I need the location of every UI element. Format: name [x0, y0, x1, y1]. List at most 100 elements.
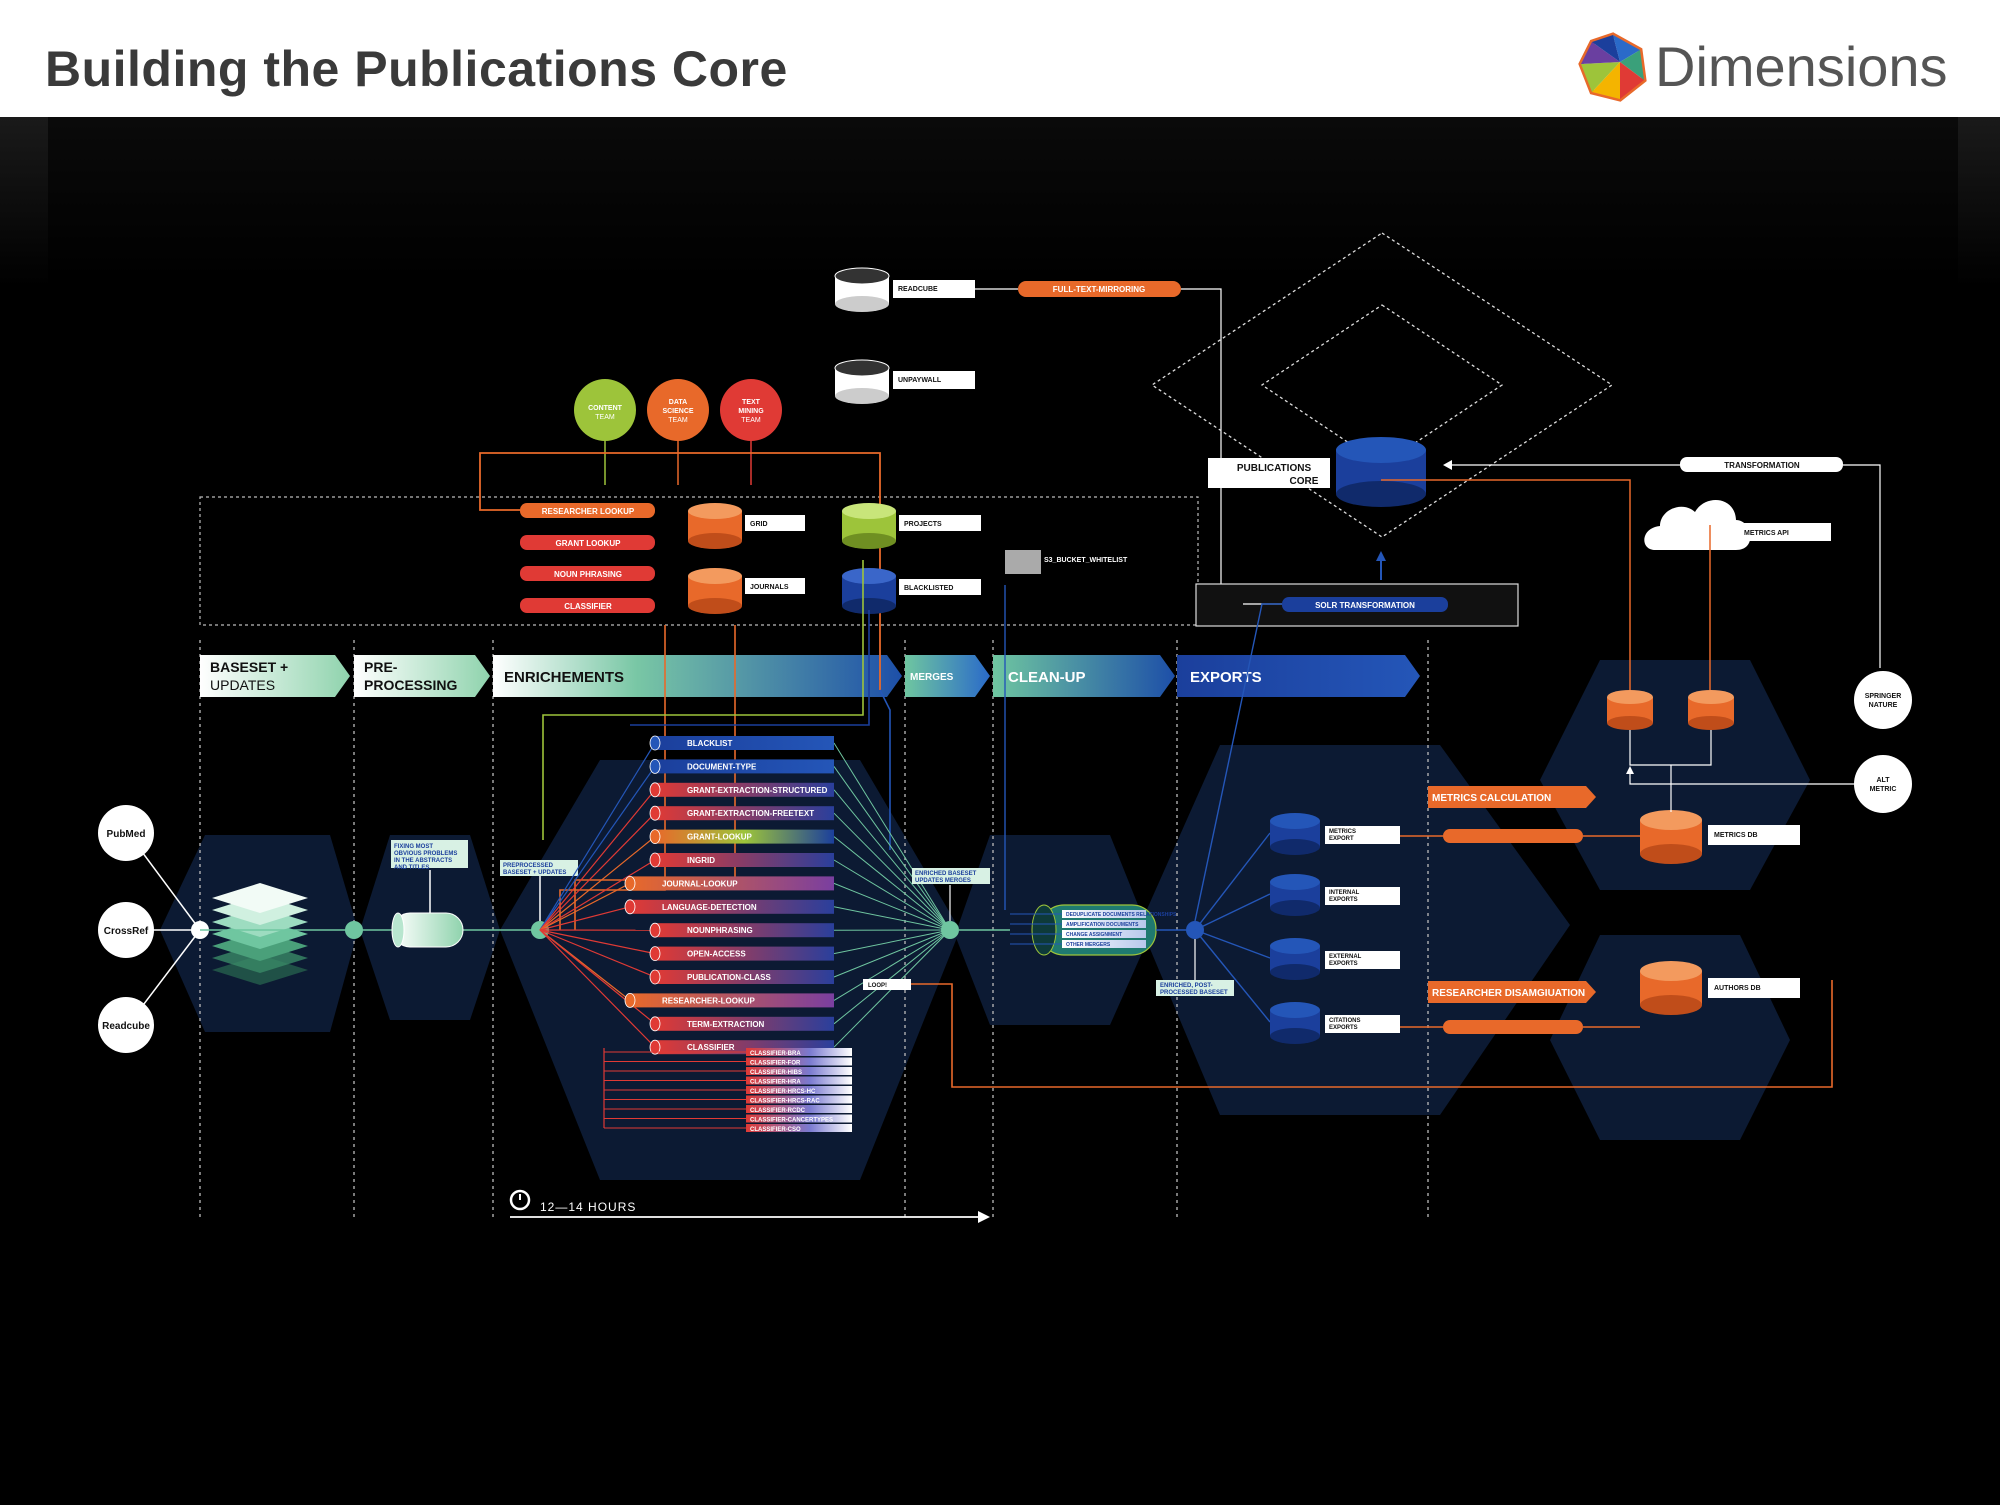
- fixing-label: IN THE ABSTRACTS: [394, 858, 452, 864]
- team-label: TEAM: [595, 414, 615, 421]
- db-label: READCUBE: [898, 286, 938, 293]
- enrichment-bar-cap: [650, 806, 660, 820]
- team-label: CONTENT: [588, 405, 623, 412]
- enrichment-bar-cap: [650, 853, 660, 867]
- pub-core-label: CORE: [1290, 476, 1319, 487]
- projects-db-icon: [842, 503, 896, 549]
- db-label: S3_BUCKET_WHITELIST: [1044, 557, 1128, 564]
- classifier-label: CLASSIFIER-CSO: [750, 1127, 801, 1133]
- export-db-top: [1270, 813, 1320, 829]
- merge-label: ENRICHED BASESET: [915, 871, 977, 877]
- mirroring-label: FULL-TEXT-MIRRORING: [1053, 285, 1145, 294]
- enrichment-bar-cap: [650, 947, 660, 961]
- flow-node: [345, 921, 363, 939]
- folder-icon: [1005, 550, 1041, 574]
- export-label: EXPORTS: [1329, 961, 1358, 967]
- partner-label: SPRINGER: [1865, 693, 1902, 700]
- export-db-top: [1270, 938, 1320, 954]
- enrichment-label: RESEARCHER-LOOKUP: [662, 996, 756, 1005]
- export-db-top: [1270, 1002, 1320, 1018]
- cleanup-step-label: CHANGE ASSIGNMENT: [1066, 932, 1122, 938]
- post-label: ENRICHED, POST-: [1160, 983, 1213, 989]
- cleanup-step-label: DEDUPLICATE DOCUMENTS RELATIONSHIPS: [1066, 912, 1177, 918]
- brand-name: Dimensions: [1655, 34, 1948, 99]
- researcher-calc-label: RESEARCHER DISAMGIUATION: [1432, 988, 1585, 999]
- enrichment-bar-cap: [650, 923, 660, 937]
- team-label: SCIENCE: [662, 408, 693, 415]
- partner-label: METRIC: [1870, 786, 1897, 793]
- export-label: CITATIONS: [1329, 1018, 1360, 1024]
- unpaywall-db-icon: [835, 360, 889, 404]
- merge-node: [941, 921, 959, 939]
- lookup-label: NOUN PHRASING: [554, 570, 622, 579]
- cleanup-step-label: OTHER MERGERS: [1066, 942, 1111, 948]
- classifier-label: CLASSIFIER-BRA: [750, 1051, 801, 1057]
- diagram-svg: BASESET + UPDATES PRE- PROCESSING ENRICH…: [0, 117, 2000, 1500]
- partner-label: ALT: [1876, 777, 1890, 784]
- stage-label: ENRICHEMENTS: [504, 669, 624, 686]
- metrics-calc-label: METRICS CALCULATION: [1432, 793, 1551, 804]
- fixing-label: FIXING MOST: [394, 844, 433, 850]
- classifier-label: CLASSIFIER-FOR: [750, 1061, 801, 1067]
- enrichment-bar-cap: [650, 783, 660, 797]
- enrichment-label: GRANT-EXTRACTION-STRUCTURED: [687, 786, 828, 795]
- enrichment-label: LANGUAGE-DETECTION: [662, 903, 757, 912]
- db-label: BLACKLISTED: [904, 585, 953, 592]
- dimensions-logo-icon: [1578, 32, 1648, 102]
- metrics-db-icon: [1640, 810, 1702, 864]
- solr-label: SOLR TRANSFORMATION: [1315, 601, 1415, 610]
- preprocessed-label: BASESET + UPDATES: [503, 870, 566, 876]
- classifier-label: CLASSIFIER-CANCERTYPES: [750, 1118, 833, 1124]
- stage-label: BASESET +: [210, 659, 288, 675]
- enrichment-bar-cap: [650, 1017, 660, 1031]
- classifier-label: CLASSIFIER-HRCS-RAC: [750, 1099, 820, 1105]
- stage-label: CLEAN-UP: [1008, 669, 1086, 686]
- authors-db-label: AUTHORS DB: [1714, 985, 1761, 992]
- blacklisted-db-icon: [842, 568, 896, 614]
- lookup-label: CLASSIFIER: [564, 602, 612, 611]
- enrichment-bar-cap: [625, 993, 635, 1007]
- classifier-label: CLASSIFIER-HIBS: [750, 1070, 802, 1076]
- export-db-base: [1270, 839, 1320, 855]
- team-label: TEAM: [741, 417, 761, 424]
- preprocessing-pipe-icon: [392, 913, 463, 947]
- db-label: GRID: [750, 521, 768, 528]
- readcube-db-icon: [835, 268, 889, 312]
- stage-label: MERGES: [910, 672, 954, 683]
- lookup-label: GRANT LOOKUP: [556, 539, 622, 548]
- stage-label: EXPORTS: [1190, 669, 1262, 686]
- enrichment-bar-cap: [650, 970, 660, 984]
- enrichment-label: INGRID: [687, 856, 715, 865]
- export-label: EXPORT: [1329, 836, 1354, 842]
- fixing-label: OBVIOUS PROBLEMS: [394, 851, 457, 857]
- export-label: EXPORTS: [1329, 1025, 1358, 1031]
- journals-db-icon: [688, 568, 742, 614]
- team-label: TEAM: [668, 417, 688, 424]
- cleanup-step-label: AMPLIFICATION DOCUMENTS: [1066, 922, 1139, 928]
- fixing-label: AND TITLES: [394, 865, 429, 871]
- enrichment-bar: [655, 853, 834, 867]
- classifier-label: CLASSIFIER-HRCS-HC: [750, 1089, 816, 1095]
- enrichment-bar-cap: [625, 876, 635, 890]
- enrichment-bar-cap: [650, 830, 660, 844]
- enrichment-label: OPEN-ACCESS: [687, 950, 746, 959]
- pub-core-label: PUBLICATIONS: [1237, 463, 1312, 474]
- baseset-layers-icon: [212, 883, 308, 985]
- export-label: EXTERNAL: [1329, 954, 1362, 960]
- enrichment-bar-cap: [650, 759, 660, 773]
- pipeline-diagram: BASESET + UPDATES PRE- PROCESSING ENRICH…: [0, 117, 2000, 1500]
- team-label: TEXT: [742, 399, 761, 406]
- stage-label: PROCESSING: [364, 677, 457, 693]
- page-header: Building the Publications Core Dimension…: [0, 0, 2000, 117]
- merge-label: UPDATES MERGES: [915, 878, 971, 884]
- source-label: Readcube: [102, 1021, 150, 1032]
- page-title: Building the Publications Core: [45, 40, 788, 98]
- preprocessed-label: PREPROCESSED: [503, 863, 554, 869]
- enrichment-label: CLASSIFIER: [687, 1043, 735, 1052]
- export-label: EXPORTS: [1329, 897, 1358, 903]
- enrichment-label: BLACKLIST: [687, 739, 732, 748]
- timeline-label: 12—14 HOURS: [540, 1200, 636, 1214]
- post-label: PROCESSED BASESET: [1160, 990, 1228, 996]
- db-label: PROJECTS: [904, 521, 942, 528]
- springer-nature-node: [1854, 671, 1912, 729]
